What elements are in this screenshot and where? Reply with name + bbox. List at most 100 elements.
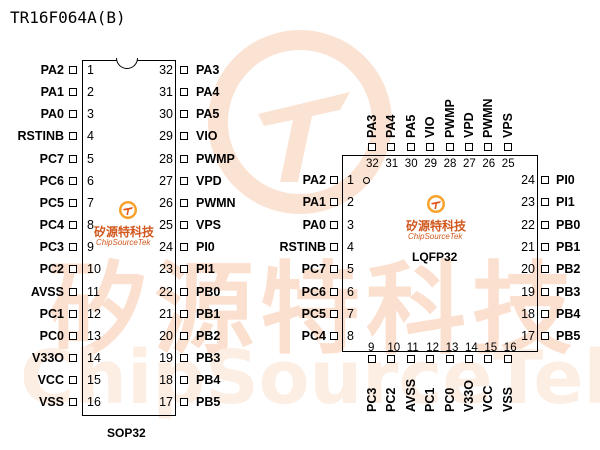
pin-label: PA5 [196,107,220,122]
pin-label: VIO [423,116,438,138]
pin-pad [368,143,376,151]
pin-pad [503,355,512,363]
pin-number: 12 [426,342,439,354]
pin-pad [180,353,188,362]
pin-number: 4 [87,129,94,144]
lqfp32-brand-en: ChipSourceTek [408,232,463,241]
pin-pad [330,265,338,274]
pin-pad [180,88,188,97]
pin-number: 24 [159,240,173,255]
pin-number: 8 [347,329,354,344]
pin-number: 18 [521,306,535,321]
pin-pad [387,143,396,151]
pin-label: PB2 [196,328,221,343]
pin-label: VCC [37,373,64,388]
pin-pad [69,331,77,340]
pin-number: 30 [159,107,173,122]
pin-number: 5 [347,262,354,277]
pin-label: PA0 [302,217,326,232]
pin-label: PC2 [39,262,64,277]
pin-label: PC3 [39,240,64,255]
pin-pad [180,331,188,340]
pin-number: 22 [159,284,173,299]
pin-pad [180,110,188,119]
pin-pad [69,376,77,385]
pin-number: 6 [347,284,354,299]
lqfp32-chip-body [342,155,538,352]
chipsourcetek-logo-icon [427,195,445,213]
pin-label: V33O [462,380,476,412]
pin-number: 15 [87,373,101,388]
sop32-brand-en: ChipSourceTek [96,238,151,247]
pin-number: 5 [87,151,94,166]
pin-pad [541,176,549,184]
pin-pad [330,309,338,318]
pin-number: 17 [159,395,173,410]
pin-label: PB1 [196,306,221,321]
watermark-logo-icon [208,30,392,214]
pin-label: PWMN [196,195,236,210]
pin-number: 21 [159,306,173,321]
pin-number: 12 [87,306,101,321]
pin-pad [180,221,188,230]
pin-label: PC3 [365,387,379,412]
pin-pad [426,143,435,151]
pin-number: 11 [87,284,100,299]
pin-pad [406,143,415,151]
pin-pad [406,355,415,363]
pin-number: 25 [159,218,173,233]
pin-pad [445,143,454,151]
pin-label: PA3 [365,114,379,138]
pin-number: 2 [87,85,94,100]
pin-number: 23 [159,262,173,277]
pin-pad [330,176,338,184]
pin-label: V33O [32,350,64,365]
pin-number: 29 [159,129,173,144]
pin-label: PB3 [196,350,221,365]
pin-label: PB1 [556,239,581,254]
pin-number: 7 [347,306,354,321]
pin-pad [541,242,549,251]
pin-pad [69,132,77,141]
pin-label: PA4 [196,85,220,100]
pin-number: 28 [443,158,457,170]
pin-number: 9 [368,342,375,354]
pin-pad [330,332,338,341]
pin-pad [180,176,188,185]
pin-pad [69,353,77,362]
pin-pad [69,309,77,318]
pin-label: PI1 [196,262,215,277]
pin-label: PC4 [39,218,64,233]
pin-number: 17 [521,329,535,344]
pin-label: PI0 [556,173,575,187]
pin-label: PB2 [556,262,581,277]
pin-number: 31 [385,158,399,170]
pin-label: AVSS [403,378,418,412]
pin-pad [180,376,188,385]
pin-pad [180,132,188,141]
pin-label: PI1 [556,195,575,210]
pin-number: 18 [159,373,173,388]
pin-number: 32 [159,63,173,77]
pin-pad [330,198,338,207]
pin-label: PC6 [301,284,326,299]
pin-pad [69,398,77,407]
pin-pad [69,110,77,119]
pin-label: PWMN [481,98,496,138]
pin-number: 3 [87,107,94,122]
pin-label: VPD [462,112,476,138]
pin-label: PA0 [40,107,64,122]
pin-pad [69,265,77,274]
pin-label: PA1 [40,85,64,100]
pin-number: 32 [366,158,379,170]
pin-number: 19 [159,350,173,365]
pin-pad [330,242,338,251]
pin-number: 11 [406,342,419,354]
pin-number: 28 [159,151,173,166]
pin-label: PB0 [196,284,221,299]
pin-number: 16 [87,395,101,410]
pin-label: PA2 [302,173,326,187]
pin-pad [465,355,473,363]
pin-number: 20 [159,328,173,343]
pin-number: 10 [387,342,401,354]
